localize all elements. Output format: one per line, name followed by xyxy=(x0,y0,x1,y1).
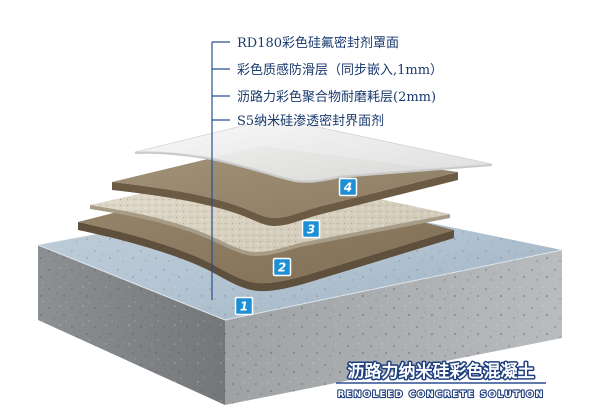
badge-3: 3 xyxy=(301,219,321,239)
badge-3-box xyxy=(301,219,321,239)
badge-4-box xyxy=(338,177,358,197)
title-block: 沥路力纳米硅彩色混凝土 RENOLEED CONCRETE SOLUTION xyxy=(336,360,546,401)
layer-4-edge xyxy=(112,172,458,226)
layer-3-edge xyxy=(90,205,450,256)
leader-lines xyxy=(211,41,230,300)
slab-right-face-texture xyxy=(225,250,562,405)
badge-4-number: 4 xyxy=(343,181,352,195)
badge-4: 4 xyxy=(338,177,358,197)
badge-2-box xyxy=(272,257,292,277)
callout-label-primer: S5纳米硅渗透密封界面剂 xyxy=(237,113,384,129)
callout-label-wear-layer: 沥路力彩色聚合物耐磨耗层(2mm) xyxy=(237,89,436,105)
badge-2-number: 2 xyxy=(278,261,286,275)
badge-1-number: 1 xyxy=(240,300,248,314)
sealer-sheet xyxy=(134,117,493,183)
badge-2: 2 xyxy=(272,257,292,277)
product-title: 沥路力纳米硅彩色混凝土 xyxy=(348,361,535,382)
sealer-sheet-surface xyxy=(134,117,493,182)
callout-labels: RD180彩色硅氟密封剂罩面 彩色质感防滑层（同步嵌入,1mm） 沥路力彩色聚合… xyxy=(237,35,443,129)
badge-1: 1 xyxy=(234,296,254,316)
slab-edge-highlight xyxy=(37,244,563,321)
callout-label-sealer: RD180彩色硅氟密封剂罩面 xyxy=(237,35,399,51)
callout-label-antislip: 彩色质感防滑层（同步嵌入,1mm） xyxy=(237,62,443,78)
slab-left-face-texture xyxy=(38,245,225,405)
product-subtitle: RENOLEED CONCRETE SOLUTION xyxy=(338,390,545,400)
badge-1-box xyxy=(234,296,254,316)
layer-2-edge xyxy=(78,222,454,292)
badge-3-number: 3 xyxy=(307,223,315,237)
